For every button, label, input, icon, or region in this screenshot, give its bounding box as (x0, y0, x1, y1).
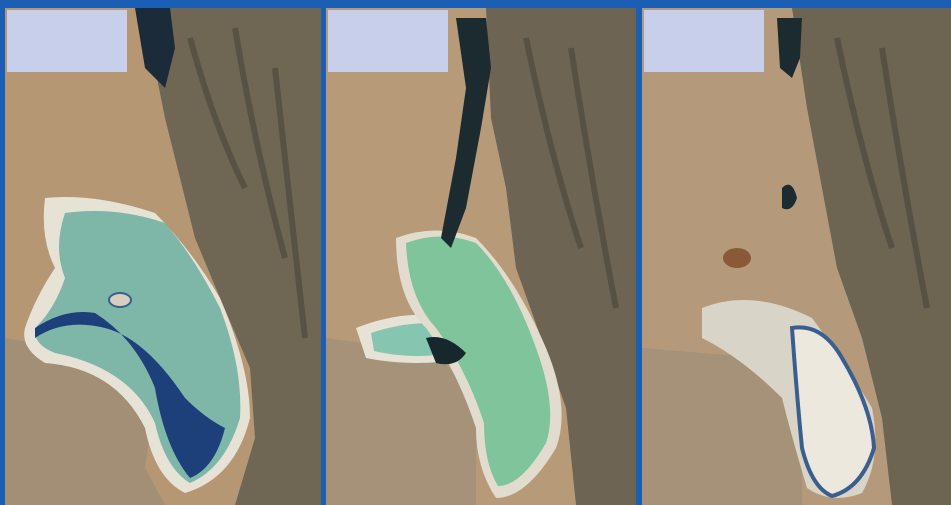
lake-image-2 (326, 8, 636, 505)
lake-image-1 (5, 8, 321, 505)
panel-2-label-box (328, 10, 448, 72)
lake-image-3 (642, 8, 951, 505)
satellite-panel-3 (642, 8, 951, 505)
satellite-panel-1 (5, 8, 321, 505)
satellite-panel-2 (326, 8, 636, 505)
panel-1-label-box (7, 10, 127, 72)
panel-3-label-box (644, 10, 764, 72)
